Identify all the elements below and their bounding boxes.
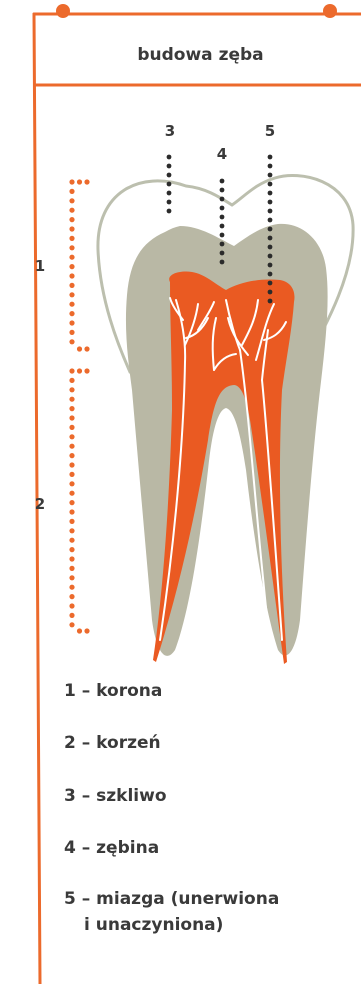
- crown-bracket: [69, 179, 89, 351]
- legend-item-2: 2 – korzeń: [64, 730, 161, 756]
- legend-label-4: 4 – zębina: [64, 838, 159, 858]
- marker-label-2: 2: [28, 495, 52, 513]
- legend-item-1: 1 – korona: [64, 678, 162, 704]
- legend-item-4: 4 – zębina: [64, 835, 159, 861]
- legend-item-5: 5 – miazga (unerwiona i unaczyniona): [64, 886, 279, 938]
- marker-label-4: 4: [210, 145, 234, 163]
- legend-label-5: 5 – miazga (unerwiona: [64, 889, 279, 909]
- legend-label-5-cont: i unaczyniona): [64, 912, 279, 938]
- marker-label-5: 5: [258, 122, 282, 140]
- marker-label-1: 1: [28, 257, 52, 275]
- root-bracket: [69, 368, 89, 633]
- legend-label-2: 2 – korzeń: [64, 733, 161, 753]
- frame-pins: [56, 4, 337, 18]
- legend-label-1: 1 – korona: [64, 681, 162, 701]
- legend-item-3: 3 – szkliwo: [64, 783, 167, 809]
- dentin: [126, 224, 328, 656]
- diagram-title: budowa zęba: [40, 30, 361, 80]
- legend-label-3: 3 – szkliwo: [64, 786, 167, 806]
- tooth-illustration: [98, 175, 353, 664]
- marker-label-3: 3: [158, 122, 182, 140]
